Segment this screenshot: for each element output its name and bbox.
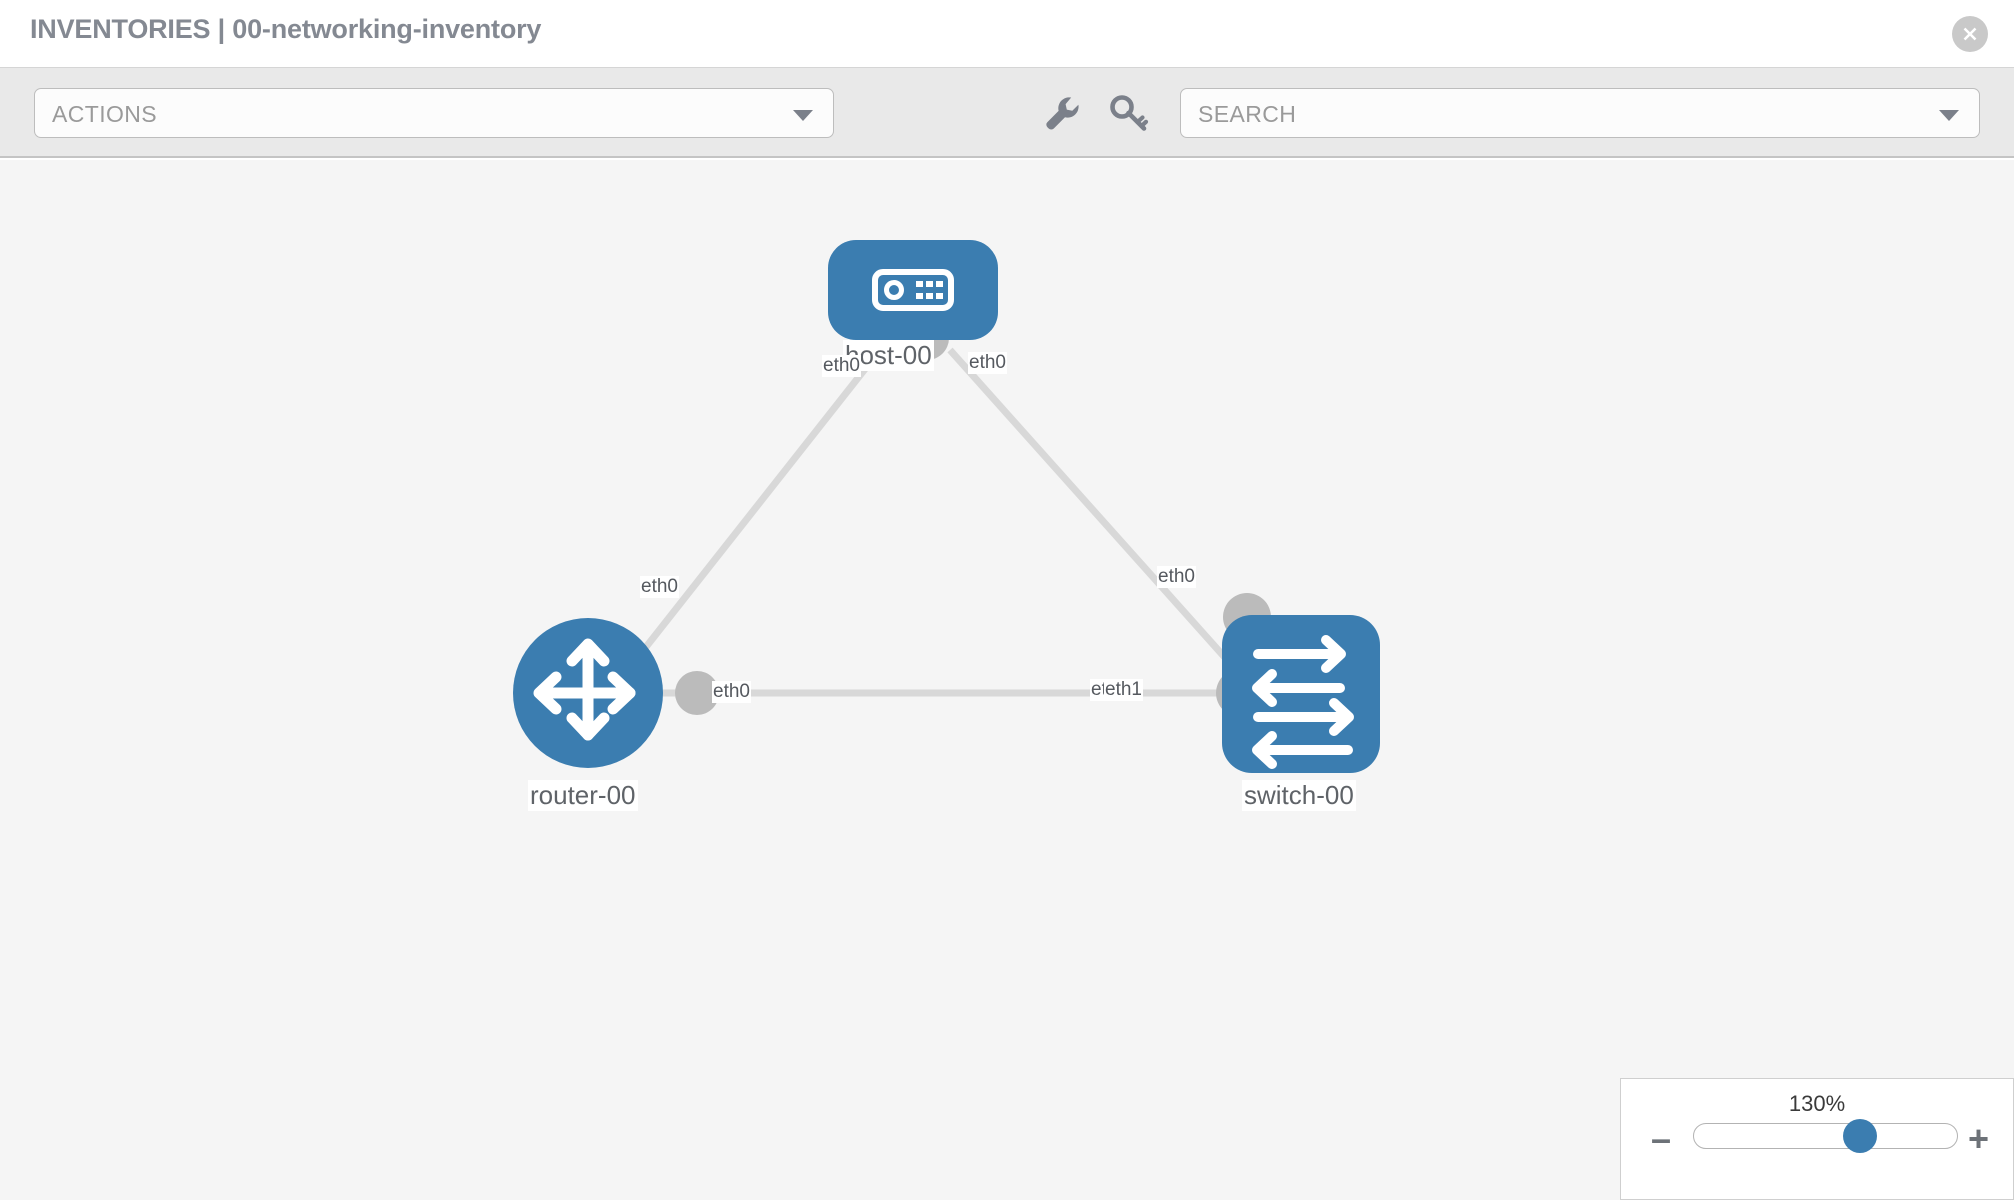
actions-dropdown-label: ACTIONS: [52, 101, 158, 127]
page-title: INVENTORIES | 00-networking-inventory: [30, 14, 542, 44]
node-label-switch-00: switch-00: [1242, 780, 1356, 811]
switch-arrows-icon: [1252, 635, 1354, 769]
interface-label: eth0: [640, 576, 679, 598]
node-router-00: [513, 618, 663, 768]
node-host-00: [828, 240, 998, 340]
zoom-slider-track[interactable]: [1693, 1119, 1958, 1153]
actions-dropdown[interactable]: ACTIONS: [34, 88, 834, 138]
chevron-down-icon[interactable]: [1939, 110, 1959, 121]
key-icon[interactable]: [1106, 90, 1152, 136]
topology-svg: [513, 240, 1380, 773]
router-arrows-icon: [533, 638, 636, 741]
edge-host00-switch00: [947, 347, 1248, 683]
zoom-out-button[interactable]: –: [1651, 1118, 1672, 1159]
node-switch-00: [1222, 615, 1380, 773]
interface-label: eth0: [822, 355, 861, 377]
interface-label: eth1: [1104, 679, 1143, 701]
edge-host00-router00: [617, 347, 883, 683]
topology-edges: [617, 347, 1250, 697]
interface-label: eth0: [1157, 566, 1196, 588]
interface-label: eth0: [968, 352, 1007, 374]
connector-nub: [675, 671, 719, 715]
close-icon[interactable]: [1952, 16, 1988, 52]
zoom-in-button[interactable]: +: [1967, 1118, 1989, 1159]
topology-canvas[interactable]: host-00 router-00 switch-00 eth0 eth0 et…: [0, 160, 2014, 1200]
interface-label: eth0: [712, 681, 751, 703]
zoom-control-panel: 130% – +: [1620, 1078, 2014, 1200]
page-header: INVENTORIES | 00-networking-inventory: [0, 0, 2014, 68]
wrench-icon[interactable]: [1038, 90, 1084, 136]
toolbar: ACTIONS SEARCH: [0, 68, 2014, 158]
zoom-level-value: 130%: [1788, 1091, 1846, 1116]
search-input[interactable]: SEARCH: [1180, 88, 1980, 138]
search-placeholder: SEARCH: [1198, 101, 1297, 127]
node-label-router-00: router-00: [528, 780, 638, 811]
chevron-down-icon: [793, 110, 813, 121]
zoom-slider-thumb[interactable]: [1843, 1119, 1877, 1153]
server-icon: [872, 269, 954, 311]
